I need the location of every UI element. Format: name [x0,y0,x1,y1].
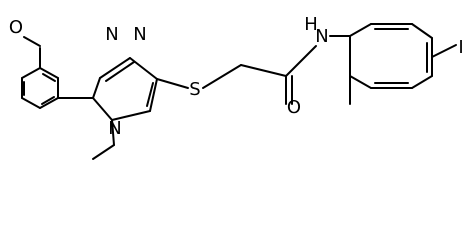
triazole-ring [92,57,158,160]
methoxy-oxygen-label: O [9,17,23,38]
methylene-carbonyl-bond [240,64,287,77]
iodine-label: I [458,37,463,58]
triazole-n1-label: N [105,24,118,45]
triazole-sulfur-bond [156,78,189,89]
methoxyphenyl-ring [21,36,59,109]
structure-diagram: O N N N S O N H I [8,14,464,160]
iodo-methylphenyl-ring [349,23,457,105]
triazole-n4-label: N [108,118,121,139]
sulfur-methylene-bond [202,64,242,89]
triazole-n2-label: N [133,24,146,45]
sulfur-label: S [189,79,200,100]
carbonyl-oxygen-label: O [287,97,301,118]
amide-nitrogen-label: N [315,26,328,47]
carbonyl-amide-bond [285,45,317,77]
amide-hydrogen-label: H [304,14,318,35]
molecule-structure: O N N N S O N H I [9,14,464,160]
